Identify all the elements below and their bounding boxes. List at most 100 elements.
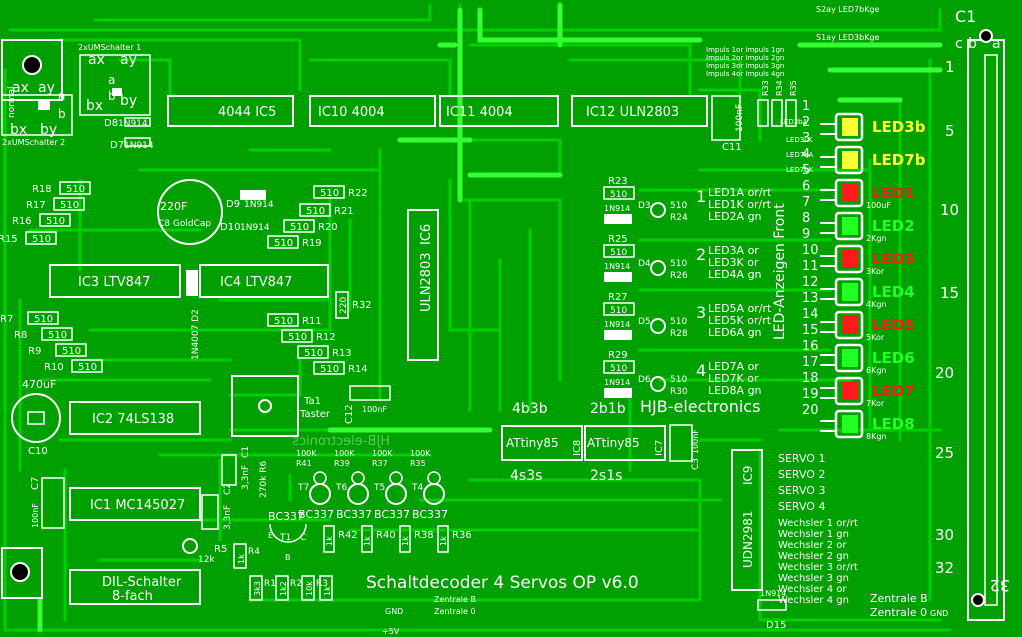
ta1-label: Ta1 <box>303 396 321 407</box>
wechsler-label: Wechsler 1 gn <box>778 529 849 540</box>
diode-d2: 1N4007 D2 <box>186 270 201 360</box>
goldcap-label: C8 GoldCap <box>158 219 211 229</box>
led-label: LED8 <box>872 415 915 433</box>
resistor-value: 510 <box>320 188 339 199</box>
resistor-group-r33: R33 R34 R35 <box>757 80 798 127</box>
diode-d9: D9 1N914 <box>226 190 274 210</box>
resistor-value: 510 <box>32 234 51 245</box>
channel-number: 3 <box>696 303 706 322</box>
connector-b-label: b <box>968 36 977 52</box>
grid-numbers: 1 5 10 15 20 25 30 32 <box>935 58 959 577</box>
transistor-row: 100KR41T7BC337100KR39T6BC337100KR37T5BC3… <box>296 449 448 521</box>
led-label: LED1 <box>872 184 915 202</box>
servo-labels: SERVO 1 SERVO 2 SERVO 3 SERVO 4 <box>778 452 825 513</box>
led-label: LED6 <box>872 349 915 367</box>
transistor-ref: T4 <box>411 483 423 493</box>
zentrale-0-label: Zentrale 0 <box>870 606 927 619</box>
chip-ic9-ref: IC9 <box>741 465 755 485</box>
tp-2s1s: 2s1s <box>590 468 622 484</box>
resistor-value: 510 <box>78 362 97 373</box>
row-number: 6 <box>802 179 810 194</box>
c10-ref: C10 <box>28 446 48 457</box>
grid-number: 25 <box>935 444 954 462</box>
connector-a-label: a <box>992 36 1001 52</box>
wechsler-label: Wechsler 3 or/rt <box>778 562 858 573</box>
diode-d8-label: D8 <box>104 118 118 129</box>
d9-value: 1N914 <box>244 200 274 210</box>
resistor-ref: R16 <box>12 216 32 227</box>
switch1-label: 2xUMSchalter 1 <box>78 43 141 52</box>
resistor-value: 10k <box>305 581 314 596</box>
c2-ref: C2 <box>223 483 233 495</box>
resistor-ref: R11 <box>302 316 322 327</box>
s2ay-label: S2ay LED7bKge <box>816 5 880 14</box>
resistor-ref: R17 <box>26 200 46 211</box>
impulse-1: Impuls 1or Impuls 1gn <box>706 46 784 54</box>
c11-ref: C11 <box>722 142 742 153</box>
top-traces <box>37 2 943 633</box>
goldcap-value: 220F <box>160 200 187 213</box>
resistor-value: 1k2 <box>279 581 288 596</box>
led-front-label: LED-Anzeigen Front <box>772 203 788 340</box>
chip-ic9-label: UDN2981 <box>741 510 755 568</box>
switch-ax-label: ax <box>12 80 29 96</box>
t1-e: E <box>268 531 273 540</box>
resistor-value: 510 <box>274 316 293 327</box>
row-number: 14 <box>802 307 819 322</box>
c7-ref: C7 <box>30 477 41 490</box>
transistor-r-value: 100K <box>372 449 393 458</box>
led-sublabel: 2Kgn <box>866 234 886 243</box>
channel-r-ref: R30 <box>670 387 688 397</box>
switch2-ay-label: ay <box>120 52 137 68</box>
r35-label: R35 <box>789 80 798 96</box>
channel-led-label-1: LED7A or <box>708 360 759 373</box>
transistor-type: BC337 <box>412 508 448 521</box>
resistor-value: 1k <box>323 586 332 596</box>
channel-diode-value: 1N914 <box>604 320 630 329</box>
channel-r-ref: R26 <box>670 271 688 281</box>
led-label: LED4 <box>872 283 915 301</box>
pad-12k <box>182 538 198 554</box>
row-number: 8 <box>802 211 810 226</box>
r33-label: R33 <box>761 80 770 96</box>
impulse-3: Impuls 3or Impuls 3gn <box>706 62 784 70</box>
r6-label: 270k R6 <box>259 460 269 498</box>
k12-label: 12k <box>198 555 215 565</box>
channel-diode-ref: D4 <box>638 259 651 269</box>
chip-ic2: IC2 74LS138 <box>69 401 201 435</box>
transistor-t1: BC337 T1 C B E <box>268 510 307 562</box>
resistor-ref: R7 <box>0 314 13 325</box>
impulse-4: Impuls 4or Impuls 4gn <box>706 70 784 78</box>
transistor-r-value: 100K <box>410 449 431 458</box>
channel-r-value: 510 <box>670 317 687 327</box>
d15-value: 1N914 <box>760 589 786 598</box>
mount-hole-bottom <box>971 593 985 607</box>
channel-diode-value: 1N914 <box>604 204 630 213</box>
resistor-ref: R40 <box>376 530 396 541</box>
switch2-ax-label: ax <box>88 52 105 68</box>
switch2-label: 2xUMSchalter 2 <box>2 138 65 147</box>
resistor-ref: R22 <box>348 188 368 199</box>
switch2-b-label: b <box>108 89 116 103</box>
wechsler-label: Wechsler 2 or <box>778 540 847 551</box>
resistor-r22: 510 R22 <box>313 185 368 199</box>
chip-ic6: IC6 ULN2803 <box>407 209 439 361</box>
transistor-r-ref: R41 <box>296 459 312 468</box>
chip-ic11: IC11 4004 <box>439 95 559 127</box>
row-number: 7 <box>802 195 810 210</box>
taster-label: Taster <box>299 409 331 420</box>
resistor-value: 1k <box>401 536 410 546</box>
connector-c1a-label: C1 <box>955 7 976 26</box>
chip-ic1-label: IC1 MC145027 <box>90 498 185 513</box>
capacitor-c7: C7 100nF <box>30 477 65 529</box>
grid-number: 10 <box>940 201 959 219</box>
switch2-by-label: by <box>120 93 137 109</box>
diode-d8: D8 1N914 <box>104 117 151 129</box>
